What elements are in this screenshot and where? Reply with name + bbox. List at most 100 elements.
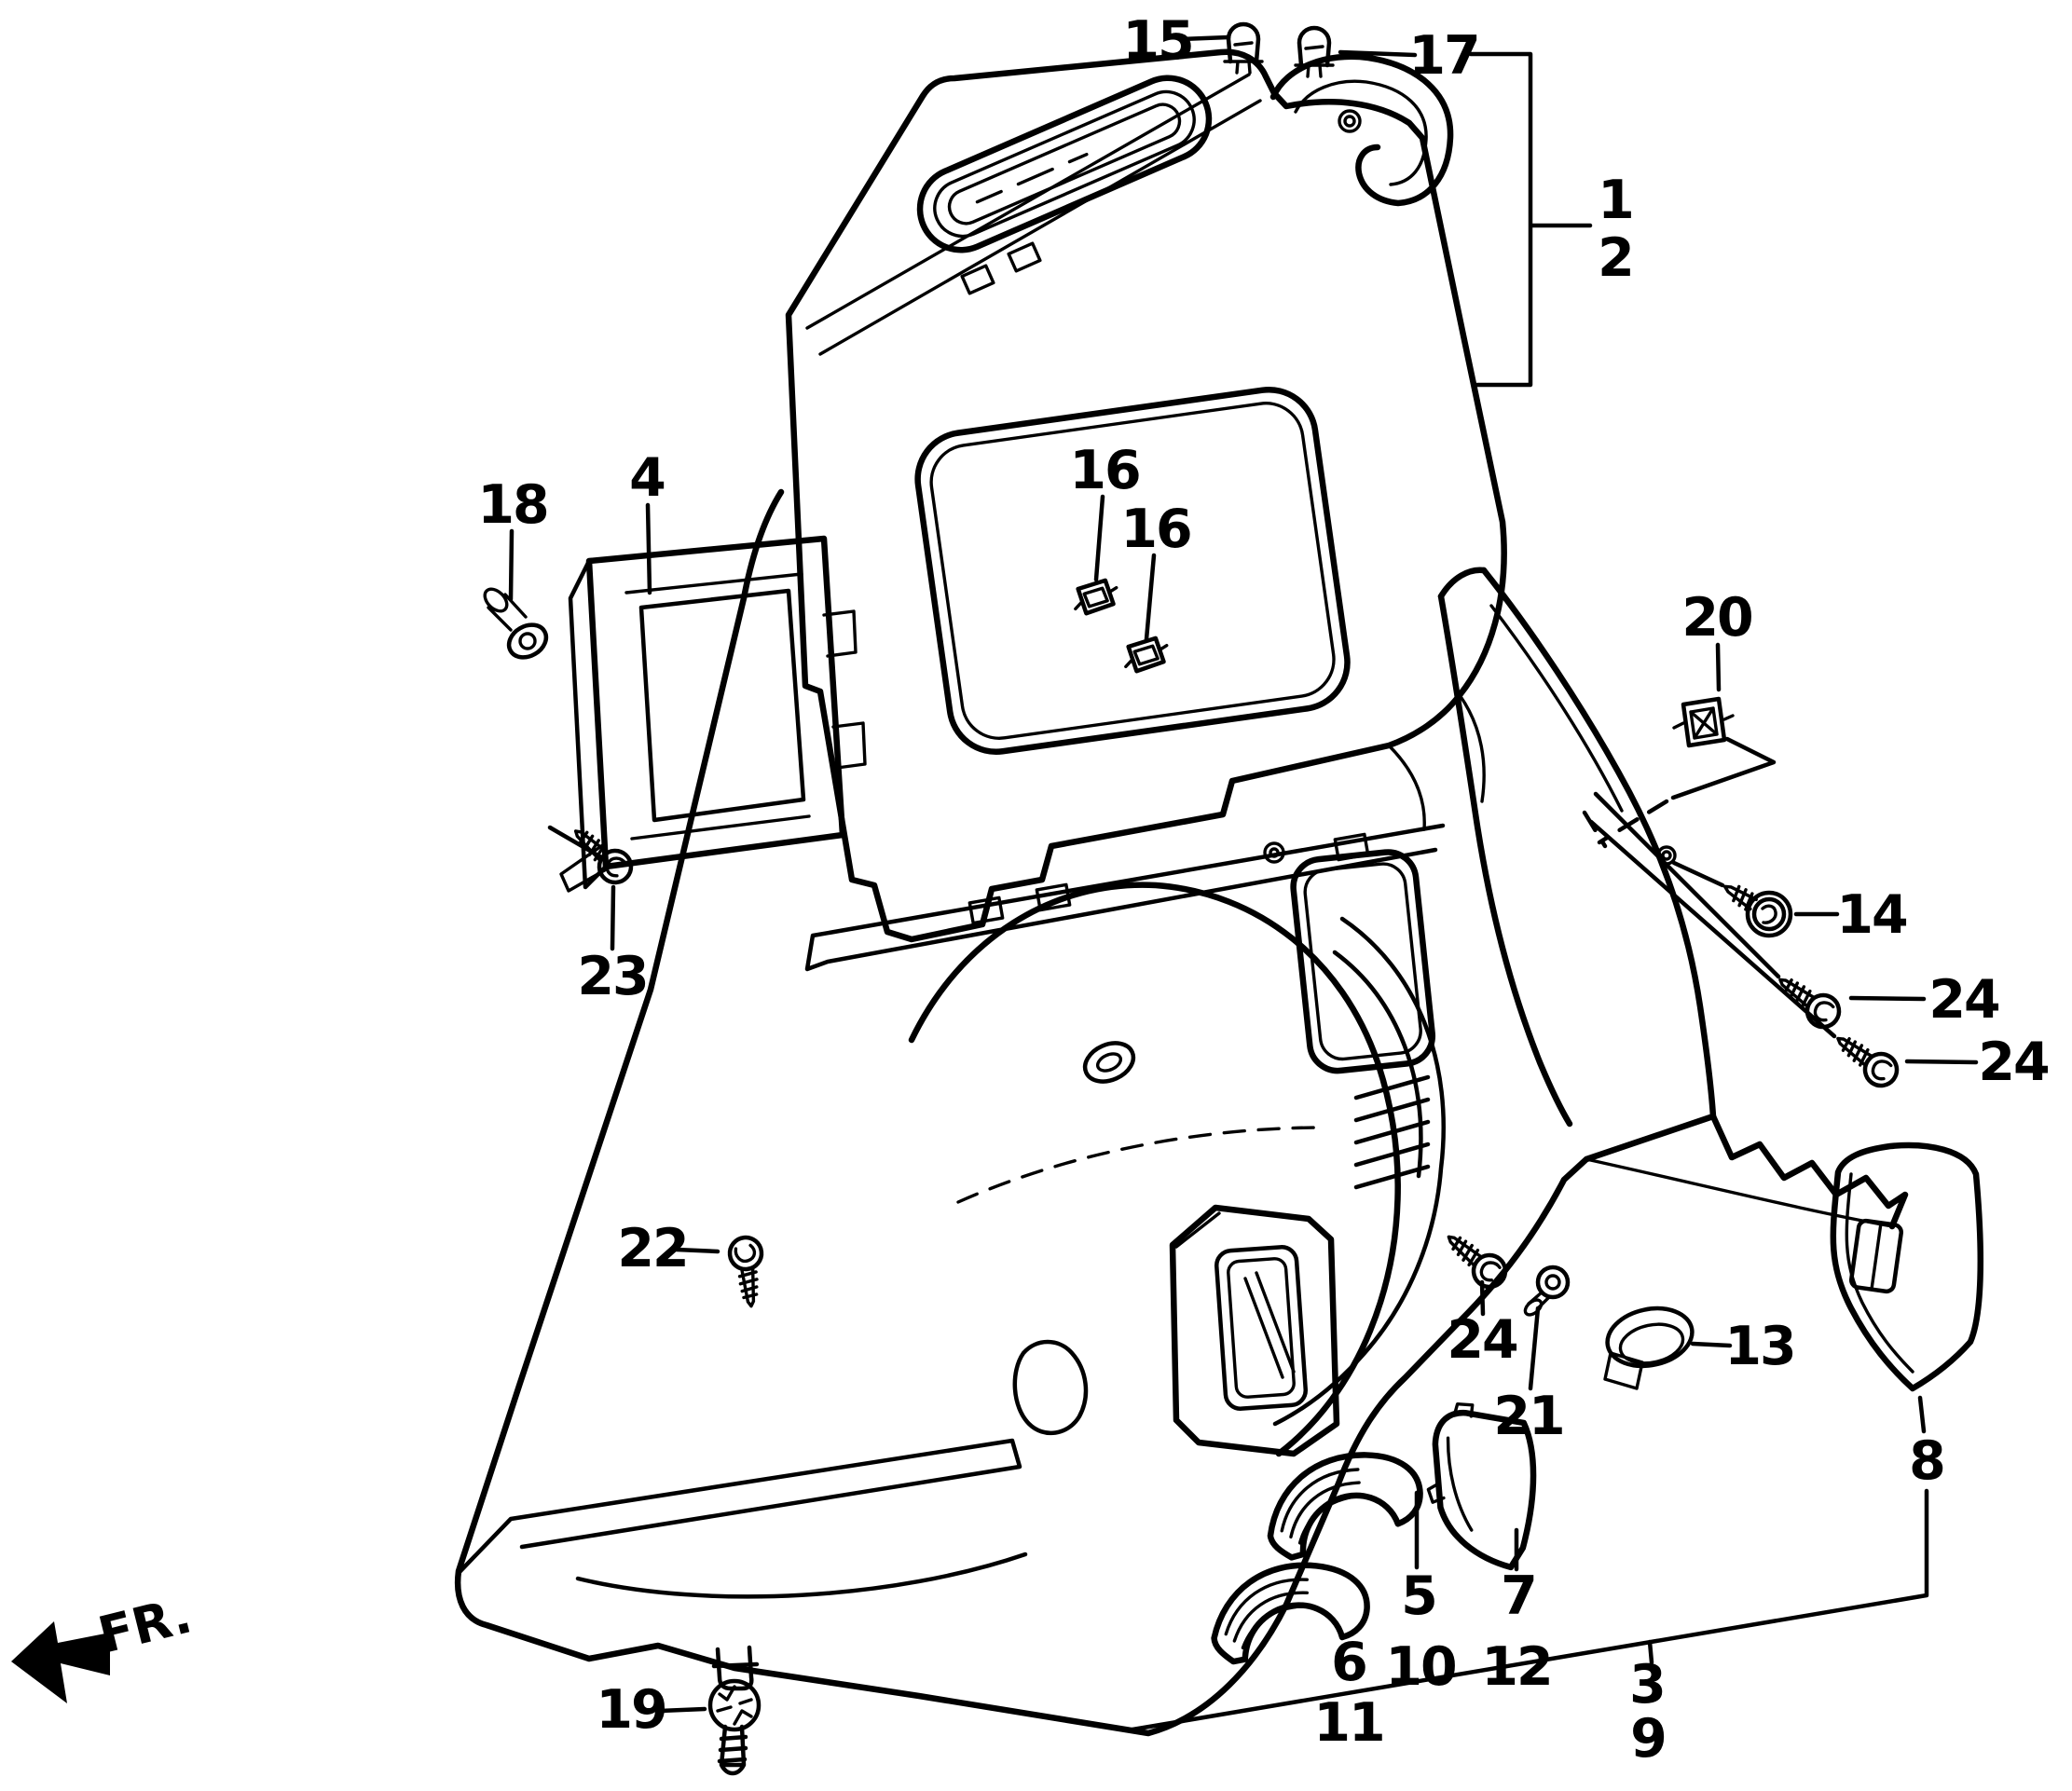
- tower-slot-outer: [1214, 1245, 1308, 1411]
- fr-direction-indicator: FR.: [11, 1585, 198, 1703]
- part-callout-21: 21: [1493, 1386, 1565, 1447]
- pillar-screw-hole: [1656, 845, 1677, 866]
- part-callout-13: 13: [1724, 1316, 1796, 1377]
- leader-19: [657, 1706, 707, 1714]
- part-callout-2: 2: [1598, 227, 1635, 289]
- fr-arrow-icon: [11, 1621, 110, 1703]
- window-outer: [914, 386, 1351, 756]
- window-inner: [929, 402, 1336, 740]
- part-callout-22: 22: [617, 1218, 689, 1279]
- bolt-part-19: [707, 1678, 762, 1776]
- leader-24a: [1593, 791, 1927, 1002]
- washer-screw-part-14: [1722, 884, 1793, 938]
- lid-handle-divider: [1870, 1221, 1883, 1292]
- hook-hole: [1338, 109, 1362, 133]
- tower-slot-inner: [1227, 1257, 1296, 1399]
- panel-top-strip: [804, 823, 1446, 972]
- slats: [1353, 1074, 1431, 1190]
- leader-13: [1690, 1341, 1733, 1348]
- part-callout-24: 24: [1447, 1309, 1518, 1371]
- rivet-center: [518, 632, 537, 650]
- rivet-part-18: [483, 587, 549, 660]
- upper-garnish-panel: [785, 48, 1507, 943]
- plug-tab: [1603, 1351, 1644, 1390]
- bolt-recess: [716, 1685, 753, 1726]
- lid-inner-line: [1845, 1172, 1914, 1374]
- clip-part-20: [1672, 696, 1735, 748]
- screw-part-24a: [1769, 965, 1847, 1035]
- pillar-detail-lines: [1489, 604, 1894, 1228]
- cover-detail: [1426, 1401, 1475, 1532]
- vent-grille-slats: [1353, 1074, 1431, 1190]
- leaders-5-7: [1414, 1490, 1519, 1572]
- leader-17: [1338, 49, 1418, 58]
- rivet-head: [506, 622, 549, 660]
- duct-lip: [624, 572, 811, 841]
- part-callout-19: 19: [596, 1679, 667, 1741]
- part-callout-17: 17: [1408, 25, 1480, 87]
- arch-rim-band: [1272, 916, 1446, 1427]
- leaders-18-4: [508, 502, 652, 602]
- pillar-screw-hole-center: [1661, 850, 1672, 861]
- plug-inner: [1618, 1322, 1685, 1365]
- wheel-arch: [908, 882, 1446, 1457]
- handle-inner: [947, 103, 1182, 226]
- pillar-inner-edge: [1437, 593, 1573, 1128]
- bolt-shank: [717, 1724, 748, 1776]
- bottom-clip-tab: [711, 1645, 760, 1691]
- push-pin-part-21: [1523, 1265, 1571, 1317]
- bolt-head: [707, 1678, 762, 1732]
- band-tab: [1007, 241, 1042, 273]
- shank: [1722, 884, 1758, 911]
- lid-outline: [1830, 1142, 1984, 1392]
- side-opening-inner: [1303, 862, 1422, 1061]
- oval-hole: [1082, 1041, 1136, 1084]
- part-callout-8: 8: [1909, 1430, 1946, 1492]
- clip-part-16b: [1123, 637, 1169, 673]
- leader-14: [1671, 860, 1840, 917]
- tower-top-edge: [1174, 1211, 1221, 1249]
- part-callout-7: 7: [1501, 1565, 1538, 1627]
- panel-openings: [1012, 841, 1677, 1436]
- rivet-cap: [483, 587, 509, 613]
- leader-15: [1179, 34, 1231, 42]
- leader-lines: [508, 34, 1979, 1732]
- band-tab: [960, 264, 995, 295]
- garnish-pillar-transition: [1387, 693, 1486, 831]
- cover-part-7: [1426, 1401, 1537, 1571]
- part-callout-24: 24: [1928, 969, 2000, 1031]
- tower-outline: [1169, 1204, 1340, 1457]
- leader-21: [1528, 1306, 1541, 1391]
- part-callout-4: 4: [629, 447, 666, 509]
- hook-hole-center: [1343, 115, 1356, 128]
- access-lid-part-8: [1830, 1142, 1984, 1392]
- oval-hole-inner: [1095, 1052, 1123, 1073]
- part-callout-23: 23: [577, 946, 649, 1007]
- part-callout-3: 3: [1629, 1654, 1667, 1716]
- leader-8-3-9: [1130, 1395, 1929, 1732]
- part-callout-6: 6: [1331, 1632, 1368, 1693]
- fasteners: [563, 817, 1905, 1310]
- part-callout-15: 15: [1122, 10, 1194, 72]
- plug-outer: [1605, 1306, 1695, 1369]
- screw-part-24b: [1827, 1024, 1905, 1094]
- part-callout-10: 10: [1385, 1636, 1457, 1698]
- part-callout-14: 14: [1836, 884, 1908, 946]
- lower-lining-panel: [454, 488, 1909, 1737]
- clip-body: [1681, 696, 1727, 748]
- pocket-shelf: [456, 1438, 1028, 1599]
- handle-outer: [916, 75, 1213, 253]
- duct-bracket-part-4: [559, 535, 867, 893]
- pin-head: [1535, 1265, 1571, 1300]
- duct-tabs: [559, 609, 867, 893]
- fr-label: FR.: [92, 1585, 197, 1664]
- part-callout-1: 1: [1598, 170, 1635, 231]
- rivet-shank: [487, 593, 528, 632]
- clip-detail: [1672, 706, 1735, 740]
- strip-tab: [967, 896, 1005, 925]
- leaders-16: [1093, 494, 1157, 642]
- grab-handle-recess: [916, 75, 1213, 253]
- duct-outer: [585, 535, 846, 870]
- head-curl: [1761, 904, 1777, 924]
